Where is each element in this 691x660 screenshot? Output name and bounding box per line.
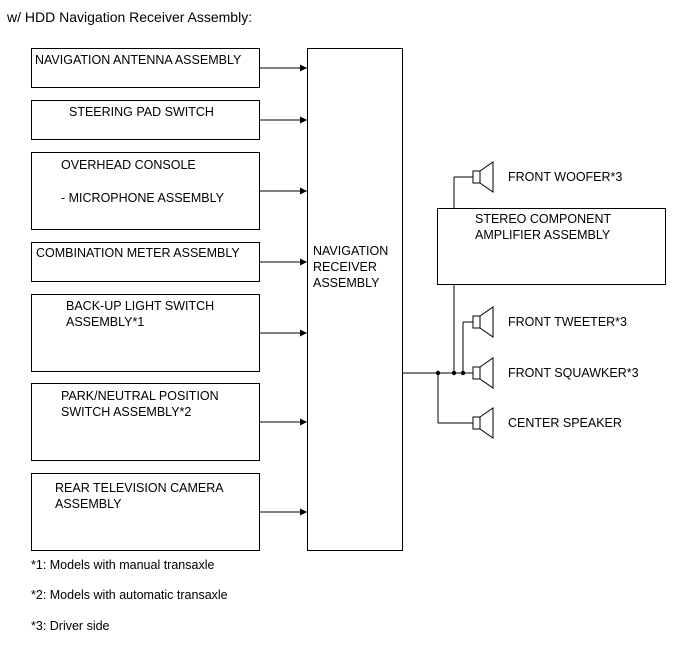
overhead-console-label: OVERHEAD CONSOLE (61, 158, 196, 172)
amplifier-label-1: STEREO COMPONENT (475, 212, 612, 226)
amplifier-label-2: AMPLIFIER ASSEMBLY (475, 228, 611, 242)
combination-meter-box (31, 242, 260, 282)
receiver-label-2: RECEIVER (313, 260, 377, 274)
footnote-3: *3: Driver side (31, 619, 110, 633)
speaker-icon (472, 357, 494, 389)
junction-dot (435, 370, 441, 376)
combination-meter-label: COMBINATION METER ASSEMBLY (36, 246, 240, 260)
front-squawker-label: FRONT SQUAWKER*3 (508, 366, 639, 380)
rear-tv-camera-label-2: ASSEMBLY (55, 497, 122, 511)
backup-light-switch-label-2: ASSEMBLY*1 (66, 315, 145, 329)
stereo-amplifier-box (437, 208, 666, 285)
backup-light-switch-box (31, 294, 260, 372)
rear-tv-camera-box (31, 473, 260, 551)
junction-dot (460, 370, 466, 376)
park-neutral-switch-label-2: SWITCH ASSEMBLY*2 (61, 405, 192, 419)
diagram-title: w/ HDD Navigation Receiver Assembly: (7, 9, 253, 25)
steering-pad-switch-label: STEERING PAD SWITCH (69, 105, 214, 119)
receiver-label-3: ASSEMBLY (313, 276, 380, 290)
junction-dot (451, 370, 457, 376)
front-tweeter-label: FRONT TWEETER*3 (508, 315, 627, 329)
navigation-receiver-box (307, 48, 403, 551)
receiver-label-1: NAVIGATION (313, 244, 389, 258)
speaker-icon (472, 407, 494, 439)
overhead-console-box (31, 152, 260, 230)
speaker-icon (472, 306, 494, 338)
speaker-icon (472, 161, 494, 193)
footnote-1: *1: Models with manual transaxle (31, 558, 215, 572)
park-neutral-switch-label-1: PARK/NEUTRAL POSITION (61, 389, 219, 403)
backup-light-switch-label-1: BACK-UP LIGHT SWITCH (66, 299, 215, 313)
rear-tv-camera-label-1: REAR TELEVISION CAMERA (55, 481, 224, 495)
navigation-antenna-box (31, 48, 260, 88)
navigation-antenna-label: NAVIGATION ANTENNA ASSEMBLY (35, 53, 242, 67)
footnote-2: *2: Models with automatic transaxle (31, 588, 228, 602)
park-neutral-switch-box (31, 383, 260, 461)
steering-pad-switch-box (31, 100, 260, 140)
front-woofer-label: FRONT WOOFER*3 (508, 170, 623, 184)
center-speaker-label: CENTER SPEAKER (508, 416, 622, 430)
microphone-assembly-label: - MICROPHONE ASSEMBLY (61, 191, 224, 205)
